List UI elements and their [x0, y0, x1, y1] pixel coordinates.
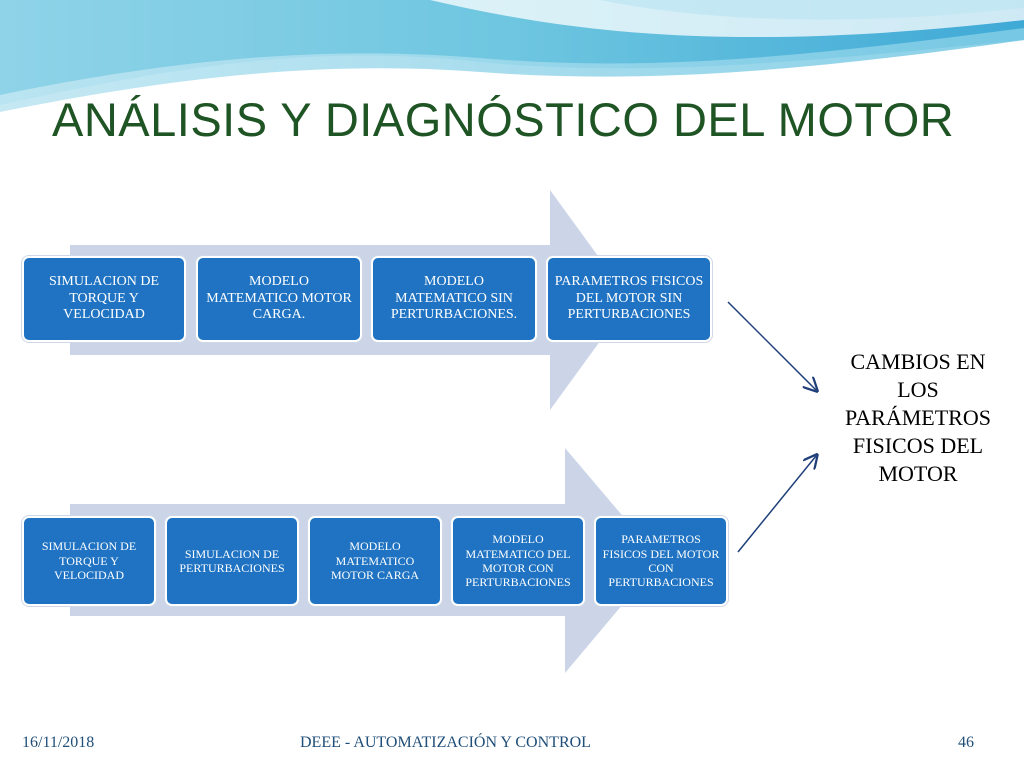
step-box: MODELO MATEMATICO DEL MOTOR CON PERTURBA… — [451, 516, 585, 606]
connector-arrow-bottom — [737, 456, 816, 553]
step-box: MODELO MATEMATICO MOTOR CARGA — [308, 516, 442, 606]
result-text: CAMBIOS EN LOS PARÁMETROS FISICOS DEL MO… — [845, 349, 991, 486]
slide-title: ANÁLISIS Y DIAGNÓSTICO DEL MOTOR — [52, 93, 955, 146]
step-label: MODELO MATEMATICO SIN PERTURBACIONES. — [390, 273, 518, 323]
step-label: PARAMETROS FISICOS DEL MOTOR SIN PERTURB… — [554, 273, 704, 323]
connector-arrow-top — [727, 301, 816, 390]
step-label: MODELO MATEMATICO DEL MOTOR CON PERTURBA… — [465, 532, 571, 590]
footer-date: 16/11/2018 — [22, 734, 95, 751]
step-label: MODELO MATEMATICO MOTOR CARGA. — [206, 273, 352, 323]
step-box: MODELO MATEMATICO MOTOR CARGA. — [196, 256, 362, 342]
step-label: MODELO MATEMATICO MOTOR CARGA — [330, 539, 420, 583]
footer-center: DEEE - AUTOMATIZACIÓN Y CONTROL — [300, 734, 591, 751]
step-box: PARAMETROS FISICOS DEL MOTOR SIN PERTURB… — [546, 256, 712, 342]
footer-page-number: 46 — [958, 734, 974, 751]
step-box: SIMULACION DE TORQUE Y VELOCIDAD — [22, 516, 156, 606]
step-label: SIMULACION DE TORQUE Y VELOCIDAD — [41, 539, 137, 583]
step-box: SIMULACION DE TORQUE Y VELOCIDAD — [22, 256, 186, 342]
step-box: MODELO MATEMATICO SIN PERTURBACIONES. — [371, 256, 537, 342]
step-label: PARAMETROS FISICOS DEL MOTOR CON PERTURB… — [602, 532, 720, 590]
step-box: SIMULACION DE PERTURBACIONES — [165, 516, 299, 606]
header-wave-decoration — [0, 0, 1024, 112]
step-label: SIMULACION DE PERTURBACIONES — [179, 546, 285, 575]
step-box: PARAMETROS FISICOS DEL MOTOR CON PERTURB… — [594, 516, 728, 606]
step-label: SIMULACION DE TORQUE Y VELOCIDAD — [48, 273, 160, 323]
